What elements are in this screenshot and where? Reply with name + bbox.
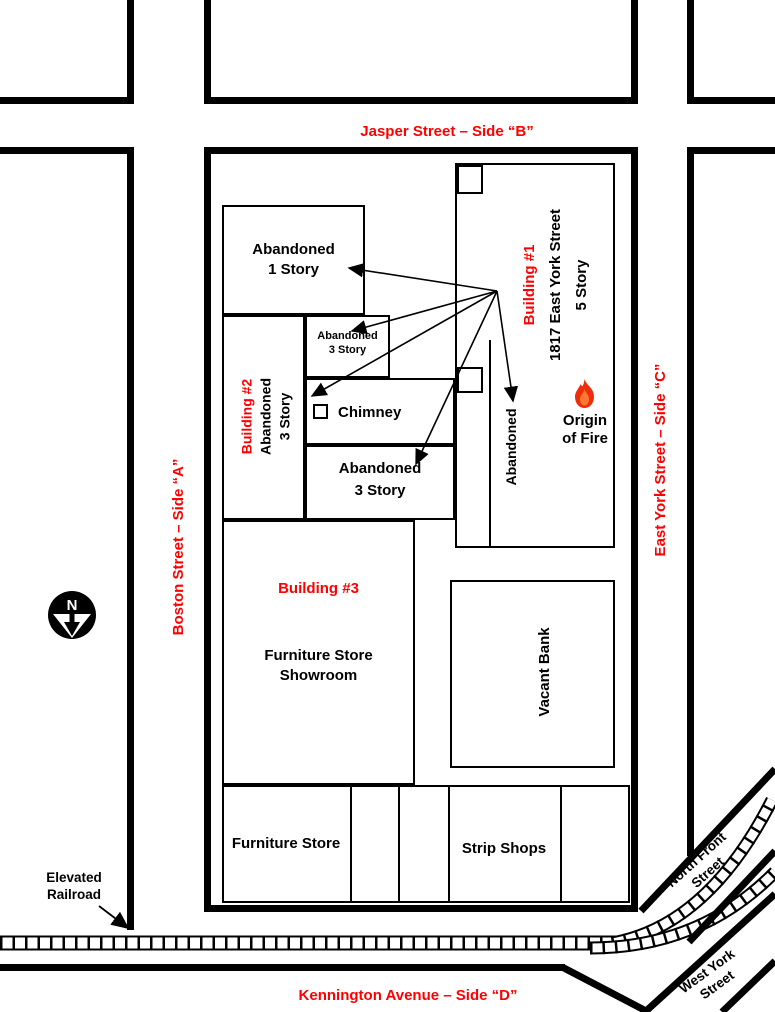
abandoned-3-story-line2: 3 Story — [354, 482, 406, 499]
kennington-bend-curb — [560, 963, 650, 1012]
chimney-box — [313, 404, 328, 419]
building1-name: Building #1 — [521, 244, 538, 326]
retail-divider — [560, 785, 562, 903]
street-curb — [687, 0, 694, 104]
abandoned-1-story-room — [222, 205, 365, 315]
building1-notch — [457, 165, 483, 194]
street-curb — [631, 0, 638, 104]
building1-inner-wall — [489, 340, 491, 548]
origin-of-fire-line2: of Fire — [562, 430, 608, 447]
street-curb — [127, 0, 134, 104]
retail-divider — [398, 785, 400, 903]
building3-outline — [222, 520, 415, 785]
west-york-street-label: West York Street — [662, 935, 763, 1012]
boston-street-label: Boston Street – Side “A” — [170, 458, 187, 636]
furniture-store-label: Furniture Store — [231, 835, 341, 852]
origin-of-fire-label: Origin of Fire — [545, 412, 625, 448]
elevated-railroad-arrow — [98, 905, 130, 930]
abandoned-strip-label: Abandoned — [503, 408, 519, 486]
abandoned-3-story-small-line1: Abandoned — [317, 330, 378, 342]
origin-of-fire-line1: Origin — [562, 412, 608, 429]
chimney-label: Chimney — [338, 404, 402, 421]
kennington-avenue-south-curb — [0, 964, 565, 971]
building2-status: Abandoned — [257, 378, 274, 455]
retail-divider — [350, 785, 352, 903]
strip-shops-label: Strip Shops — [461, 840, 547, 857]
street-curb — [204, 0, 211, 104]
street-curb — [0, 97, 134, 104]
abandoned-1-story-line2: 1 Story — [268, 261, 319, 278]
abandoned-1-story-label: Abandoned 1 Story — [222, 240, 365, 280]
elevated-railroad-line2: Railroad — [46, 887, 101, 902]
abandoned-3-story-room — [305, 445, 455, 520]
building1-stories: 5 Story — [573, 259, 590, 311]
building2-outline — [222, 315, 305, 520]
abandoned-3-story-line1: Abandoned — [338, 460, 422, 477]
building1-label: Building #1 1817 East York Street 5 Stor… — [517, 170, 595, 400]
building3-occupancy-label: Furniture Store Showroom — [222, 646, 415, 686]
building1-address: 1817 East York Street — [547, 208, 564, 362]
street-curb — [0, 147, 134, 154]
kennington-avenue-label: Kennington Avenue – Side “D” — [298, 987, 518, 1004]
east-york-street-label: East York Street – Side “C” — [652, 363, 669, 557]
jasper-street-label: Jasper Street – Side “B” — [360, 123, 534, 140]
boston-street-west-curb — [127, 147, 134, 930]
east-york-street-east-curb — [687, 147, 694, 856]
building2-label: Building #2 Abandoned 3 Story — [238, 332, 295, 502]
building1-annex-box — [457, 367, 483, 393]
elevated-railroad-label: Elevated Railroad — [24, 869, 124, 903]
abandoned-1-story-line1: Abandoned — [252, 241, 335, 258]
elevated-railroad-line1: Elevated — [46, 870, 102, 885]
vacant-bank-label: Vacant Bank — [536, 627, 553, 717]
building3-occupancy-line2: Showroom — [279, 667, 358, 684]
north-letter: N — [67, 597, 78, 614]
building2-stories: 3 Story — [276, 392, 293, 441]
vacant-bank-outline — [450, 580, 615, 768]
retail-divider — [448, 785, 450, 903]
abandoned-3-story-small-label: Abandoned 3 Story — [305, 329, 390, 357]
building2-name: Building #2 — [238, 378, 255, 455]
north-arrow: N — [48, 591, 96, 639]
building3-name: Building #3 — [278, 580, 359, 597]
building3-occupancy-line1: Furniture Store — [264, 647, 373, 664]
abandoned-3-story-label: Abandoned 3 Story — [305, 458, 455, 502]
street-curb — [687, 147, 775, 154]
street-curb — [204, 97, 638, 104]
north-front-street-label: North Front Street — [650, 817, 754, 916]
city-block-border — [204, 147, 638, 912]
street-curb — [687, 97, 775, 104]
abandoned-3-story-small-line2: 3 Story — [328, 344, 367, 356]
